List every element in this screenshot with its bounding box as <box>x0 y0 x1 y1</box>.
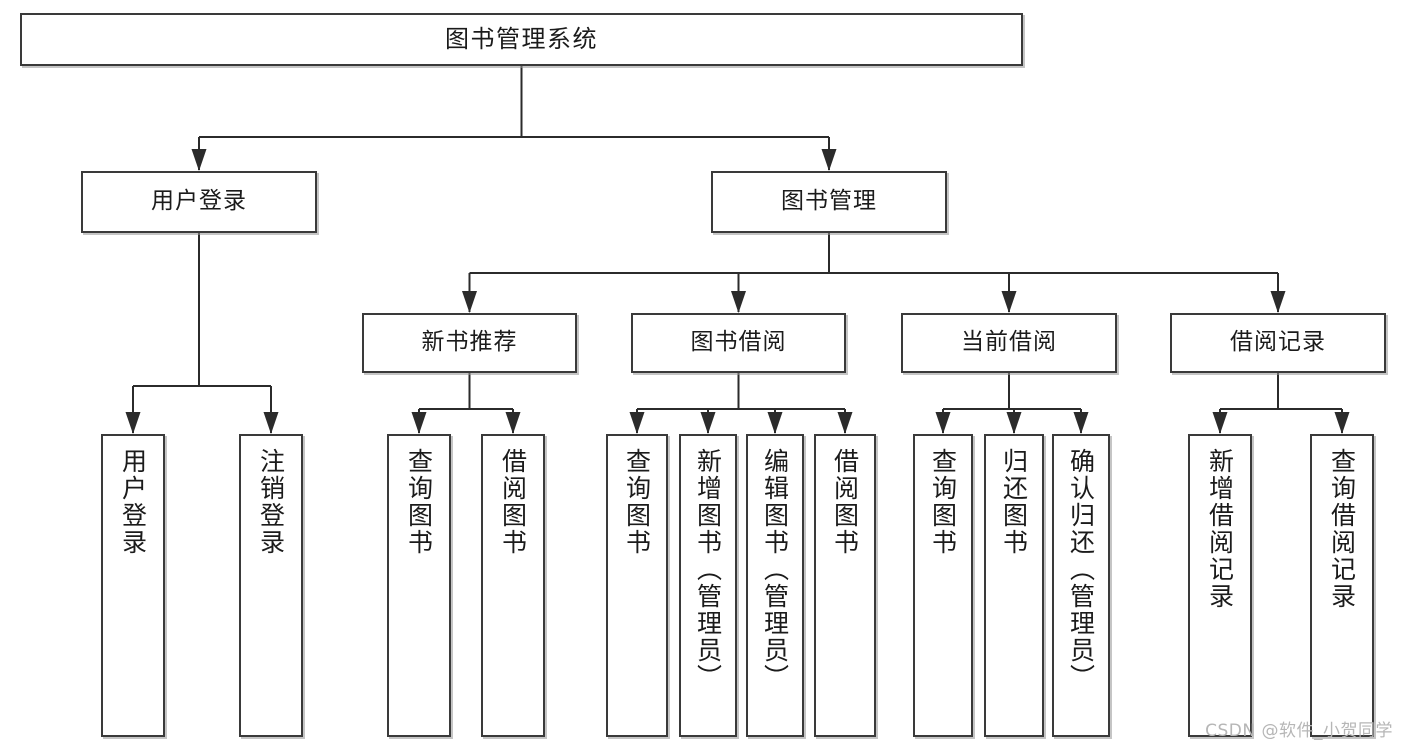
connector-from-root <box>191 66 837 171</box>
node-label: 借阅图书 <box>830 448 860 556</box>
connector-from-l1-login <box>125 233 279 434</box>
node-label: 新书推荐 <box>421 329 518 356</box>
node-l2-current[interactable]: 当前借阅 <box>901 313 1117 373</box>
node-root[interactable]: 图书管理系统 <box>20 13 1023 66</box>
node-l2-borrow[interactable]: 图书借阅 <box>631 313 846 373</box>
node-label: 图书借阅 <box>690 329 787 356</box>
connector-from-l2-newbook <box>411 373 521 434</box>
node-l1-bookmgr[interactable]: 图书管理 <box>711 171 947 233</box>
node-label: 查询图书 <box>928 448 958 556</box>
node-label: 注销登录 <box>256 448 286 556</box>
node-leaf-bw-edit[interactable]: 编辑图书（管理员） <box>746 434 804 737</box>
node-label: 借阅记录 <box>1230 329 1326 356</box>
node-label: 新增借阅记录 <box>1205 448 1235 610</box>
node-label: 当前借阅 <box>961 329 1057 356</box>
node-leaf-cur-confirm[interactable]: 确认归还（管理员） <box>1052 434 1110 737</box>
node-leaf-nb-borrow[interactable]: 借阅图书 <box>481 434 545 737</box>
node-leaf-bw-query[interactable]: 查询图书 <box>606 434 668 737</box>
node-label: 查询借阅记录 <box>1327 448 1357 610</box>
node-l1-login[interactable]: 用户登录 <box>81 171 317 233</box>
node-label: 图书管理系统 <box>445 25 598 54</box>
node-leaf-cur-return[interactable]: 归还图书 <box>984 434 1044 737</box>
connector-from-l1-bookmgr <box>462 233 1286 313</box>
node-label: 用户登录 <box>151 188 247 215</box>
node-leaf-cur-query[interactable]: 查询图书 <box>913 434 973 737</box>
connector-from-l2-records <box>1212 373 1350 434</box>
node-label: 确认归还（管理员） <box>1066 448 1096 691</box>
node-l2-newbook[interactable]: 新书推荐 <box>362 313 577 373</box>
node-l2-records[interactable]: 借阅记录 <box>1170 313 1386 373</box>
node-leaf-bw-borrow[interactable]: 借阅图书 <box>814 434 876 737</box>
connector-from-l2-borrow <box>629 373 853 434</box>
node-leaf-rec-add[interactable]: 新增借阅记录 <box>1188 434 1252 737</box>
node-label: 查询图书 <box>622 448 652 556</box>
node-label: 借阅图书 <box>498 448 528 556</box>
node-leaf-user-login[interactable]: 用户登录 <box>101 434 165 737</box>
node-label: 图书管理 <box>781 188 877 215</box>
node-leaf-user-logout[interactable]: 注销登录 <box>239 434 303 737</box>
node-label: 用户登录 <box>118 448 148 556</box>
node-label: 归还图书 <box>999 448 1029 556</box>
node-leaf-rec-query[interactable]: 查询借阅记录 <box>1310 434 1374 737</box>
watermark-label: CSDN @软件_小贺同学 <box>1205 721 1393 741</box>
node-label: 编辑图书（管理员） <box>760 448 790 691</box>
node-leaf-bw-add[interactable]: 新增图书（管理员） <box>679 434 737 737</box>
node-label: 新增图书（管理员） <box>693 448 723 691</box>
node-label: 查询图书 <box>404 448 434 556</box>
connector-from-l2-current <box>935 373 1089 434</box>
node-leaf-nb-query[interactable]: 查询图书 <box>387 434 451 737</box>
